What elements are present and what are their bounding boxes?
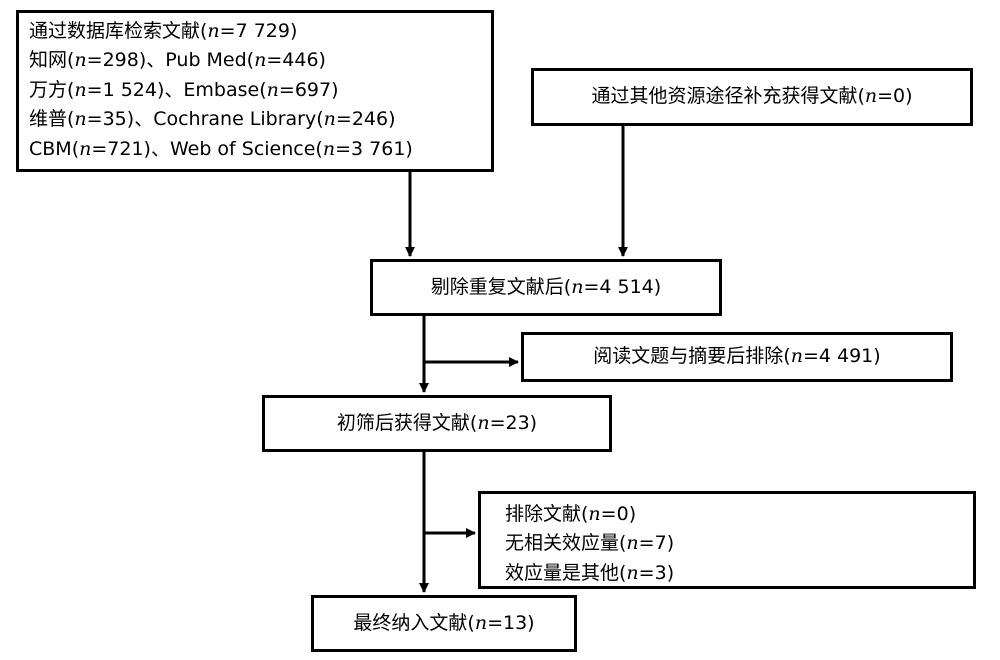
excluded-title-abstract-box: 阅读文题与摘要后排除(n=4 491) — [521, 332, 953, 382]
exclusion-reason: 排除文献(n=0) — [505, 503, 637, 525]
other-sources-box: 通过其他资源途径补充获得文献(n=0) — [531, 68, 973, 126]
search-source-line: 知网(n=298)、Pub Med(n=446) — [29, 49, 326, 72]
final-included-box: 最终纳入文献(n=13) — [311, 595, 577, 652]
exclusion-reason: 效应量是其他(n=3) — [505, 561, 675, 584]
initial-screening-box: 初筛后获得文献(n=23) — [262, 395, 612, 452]
search-source-line: CBM(n=721)、Web of Science(n=3 761) — [29, 137, 413, 160]
search-total-line: 通过数据库检索文献(n=7 729) — [29, 20, 298, 42]
search-source-line: 万方(n=1 524)、Embase(n=697) — [29, 78, 339, 101]
database-search-box: 通过数据库检索文献(n=7 729) 知网(n=298)、Pub Med(n=4… — [16, 10, 494, 172]
search-source-line: 维普(n=35)、Cochrane Library(n=246) — [29, 108, 396, 131]
deduplicated-box: 剔除重复文献后(n=4 514) — [370, 259, 722, 316]
excluded-fulltext-box: 排除文献(n=0) 无相关效应量(n=7) 效应量是其他(n=3) — [478, 491, 976, 589]
exclusion-reason: 无相关效应量(n=7) — [505, 532, 675, 555]
